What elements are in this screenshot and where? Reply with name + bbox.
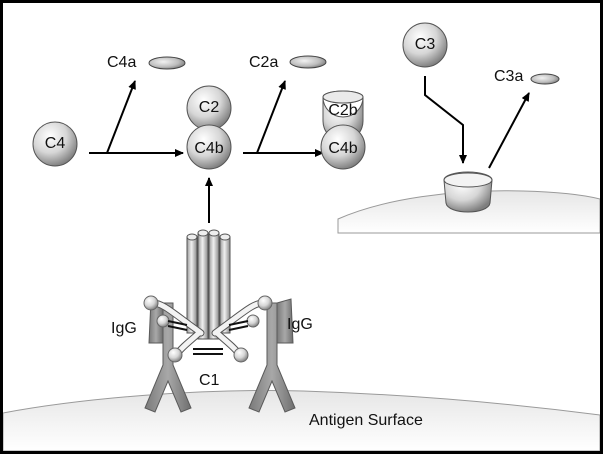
- c3-sphere: [402, 22, 448, 68]
- label-c2b: C2b: [328, 102, 358, 119]
- diagram-canvas: C4 C4a C2 C4b C2a C2b C4b C3 C3a IgG IgG…: [3, 3, 600, 451]
- label-c4a: C4a: [107, 54, 137, 71]
- arrows: [89, 76, 530, 223]
- label-c3a: C3a: [494, 68, 524, 85]
- c4-sphere: [32, 121, 78, 167]
- fragment-discs: [148, 55, 560, 85]
- c4b-sphere: [186, 124, 232, 170]
- arrow-to-c4a: [106, 80, 136, 154]
- c4a-disc: [148, 56, 186, 70]
- antigen-surface: [3, 389, 600, 451]
- c3b-bound-cup: [443, 171, 493, 213]
- c3a-disc: [530, 73, 560, 85]
- c4b-complex-sphere: [320, 124, 366, 170]
- c1-complex: [143, 229, 273, 363]
- complement-pathway-diagram: [3, 22, 600, 451]
- label-antigen-surface: Antigen Surface: [309, 412, 423, 429]
- molecule-spheres: [32, 22, 448, 170]
- igg-right-antibody: [248, 298, 296, 413]
- label-c1: C1: [199, 372, 220, 389]
- label-c2a: C2a: [249, 54, 279, 71]
- label-c4b-bound: C4b: [194, 140, 224, 157]
- c2a-disc: [289, 55, 327, 69]
- label-c2: C2: [198, 99, 220, 116]
- label-c3: C3: [414, 36, 436, 53]
- label-igg-left: IgG: [111, 320, 137, 337]
- arrow-c3-to-surface: [424, 76, 467, 164]
- arrow-to-c2a: [256, 80, 286, 154]
- arrow-to-c3a: [488, 92, 530, 169]
- label-igg-right: IgG: [287, 316, 313, 333]
- label-c4: C4: [44, 135, 66, 152]
- label-c4b-complex: C4b: [328, 140, 358, 157]
